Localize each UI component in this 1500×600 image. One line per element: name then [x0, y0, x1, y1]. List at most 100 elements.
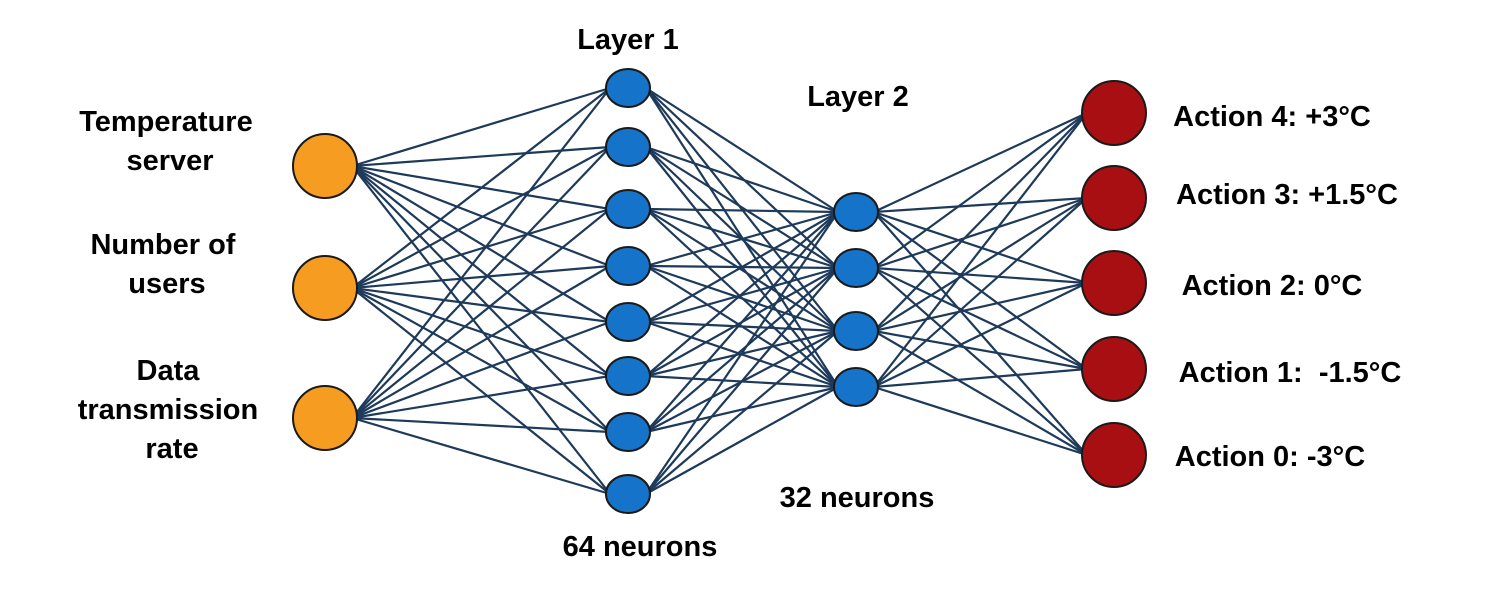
edge-layer1-to-layer2 [645, 320, 839, 333]
input-label-line: Data [137, 355, 201, 387]
layer2-neuron-count: 32 neurons [780, 482, 935, 514]
edge-layer2-to-output [873, 196, 1088, 270]
edge-input-to-layer1 [352, 286, 611, 324]
connection-edges [351, 86, 1088, 496]
layer2-neuron [833, 311, 879, 351]
edge-layer2-to-output [873, 112, 1088, 213]
edge-input-to-layer1 [352, 416, 611, 434]
edge-layer1-to-layer2 [645, 330, 839, 495]
edge-layer1-to-layer2 [645, 207, 839, 214]
edge-input-to-layer1 [351, 287, 611, 495]
input-label-temperature: Temperature server [79, 106, 261, 177]
edge-input-to-layer1 [351, 86, 611, 168]
edge-layer2-to-output [873, 329, 1087, 371]
edge-layer1-to-layer2 [645, 211, 839, 433]
layer1-neuron [605, 246, 651, 286]
edge-input-to-layer1 [351, 164, 611, 268]
edge-layer1-to-layer2 [645, 211, 839, 323]
edge-input-to-layer1 [351, 416, 611, 496]
edge-input-to-layer1 [351, 165, 611, 433]
edge-layer2-to-output [873, 330, 1088, 456]
edge-input-to-layer1 [351, 207, 611, 290]
edge-layer2-to-output [873, 211, 1088, 370]
edge-layer2-to-output [873, 197, 1088, 332]
layer2-neuron [833, 248, 879, 288]
edge-layer2-to-output [873, 196, 1087, 214]
edge-input-to-layer1 [351, 165, 611, 377]
edge-layer1-to-layer2 [645, 146, 839, 269]
output-neuron [1081, 250, 1147, 316]
input-neuron [292, 385, 358, 451]
layer2-title: Layer 2 [807, 81, 909, 113]
input-label-line: users [128, 268, 205, 300]
input-label-data-rate: Data transmission rate [78, 355, 267, 465]
edge-layer2-to-output [873, 112, 1088, 269]
output-label-action-3: Action 3: +1.5°C [1176, 179, 1398, 211]
edge-layer1-to-layer2 [645, 385, 839, 434]
edge-input-to-layer1 [351, 320, 611, 420]
edge-layer2-to-output [872, 112, 1088, 388]
edge-layer2-to-output [873, 210, 1088, 285]
edge-layer2-to-output [873, 267, 1088, 456]
edge-layer2-to-output [873, 281, 1088, 333]
input-label-line: transmission [78, 394, 259, 426]
edge-input-to-layer1 [352, 145, 611, 168]
edge-input-to-layer1 [352, 264, 611, 290]
edge-input-to-layer1 [351, 265, 611, 419]
edge-layer1-to-layer2 [644, 211, 840, 495]
edge-layer1-to-layer2 [645, 267, 839, 433]
network-nodes [292, 68, 1147, 514]
layer1-neuron [605, 302, 651, 342]
edge-layer1-to-layer2 [645, 267, 839, 495]
output-neuron [1081, 80, 1147, 146]
output-neuron [1081, 422, 1147, 488]
edge-input-to-layer1 [351, 165, 611, 323]
edge-layer2-to-output [873, 266, 1087, 285]
layer1-neuron [605, 356, 651, 396]
layer1-neuron-count: 64 neurons [563, 531, 718, 563]
output-label-action-4: Action 4: +3°C [1173, 101, 1371, 133]
edge-layer1-to-layer2 [645, 211, 839, 377]
edge-input-to-layer1 [352, 374, 611, 420]
output-neuron [1081, 336, 1147, 402]
layer1-neuron [605, 127, 651, 167]
edge-input-to-layer1 [351, 286, 611, 378]
edge-layer1-to-layer2 [645, 87, 839, 213]
edge-input-to-layer1 [351, 208, 611, 419]
output-label-action-2: Action 2: 0°C [1182, 270, 1363, 302]
edge-input-to-layer1 [351, 87, 611, 289]
output-label-action-1: Action 1: -1.5°C [1179, 357, 1402, 389]
edge-layer1-to-layer2 [645, 264, 839, 333]
edge-layer2-to-output [873, 211, 1088, 456]
layer2-neuron [833, 367, 879, 407]
layer1-neuron [605, 189, 651, 229]
edge-layer1-to-layer2 [645, 210, 839, 268]
input-label-line: Temperature [79, 106, 253, 138]
edge-layer2-to-output [873, 112, 1088, 332]
input-neuron [292, 255, 358, 321]
edge-input-to-layer1 [351, 146, 611, 289]
edge-input-to-layer1 [351, 287, 611, 433]
input-label-line: rate [145, 433, 198, 465]
edge-layer1-to-layer2 [645, 145, 839, 214]
input-label-line: Number of [90, 229, 235, 261]
edge-layer2-to-output [873, 385, 1088, 457]
edge-input-to-layer1 [351, 87, 612, 419]
edge-layer2-to-output [873, 267, 1088, 370]
edge-layer1-to-layer2 [645, 87, 839, 269]
input-neuron [292, 133, 358, 199]
input-label-line: server [126, 145, 213, 177]
edge-input-to-layer1 [351, 146, 611, 419]
output-label-action-0: Action 0: -3°C [1175, 441, 1365, 473]
layer1-title: Layer 1 [577, 24, 679, 56]
layer2-neuron [833, 192, 879, 232]
layer1-neuron [605, 474, 651, 514]
output-neuron [1081, 165, 1147, 231]
edge-input-to-layer1 [351, 165, 612, 495]
layer1-neuron [605, 68, 651, 108]
edge-layer2-to-output [873, 197, 1088, 388]
input-label-users: Number of users [90, 229, 243, 300]
edge-layer1-to-layer2 [645, 386, 839, 495]
edge-layer2-to-output [873, 367, 1087, 389]
